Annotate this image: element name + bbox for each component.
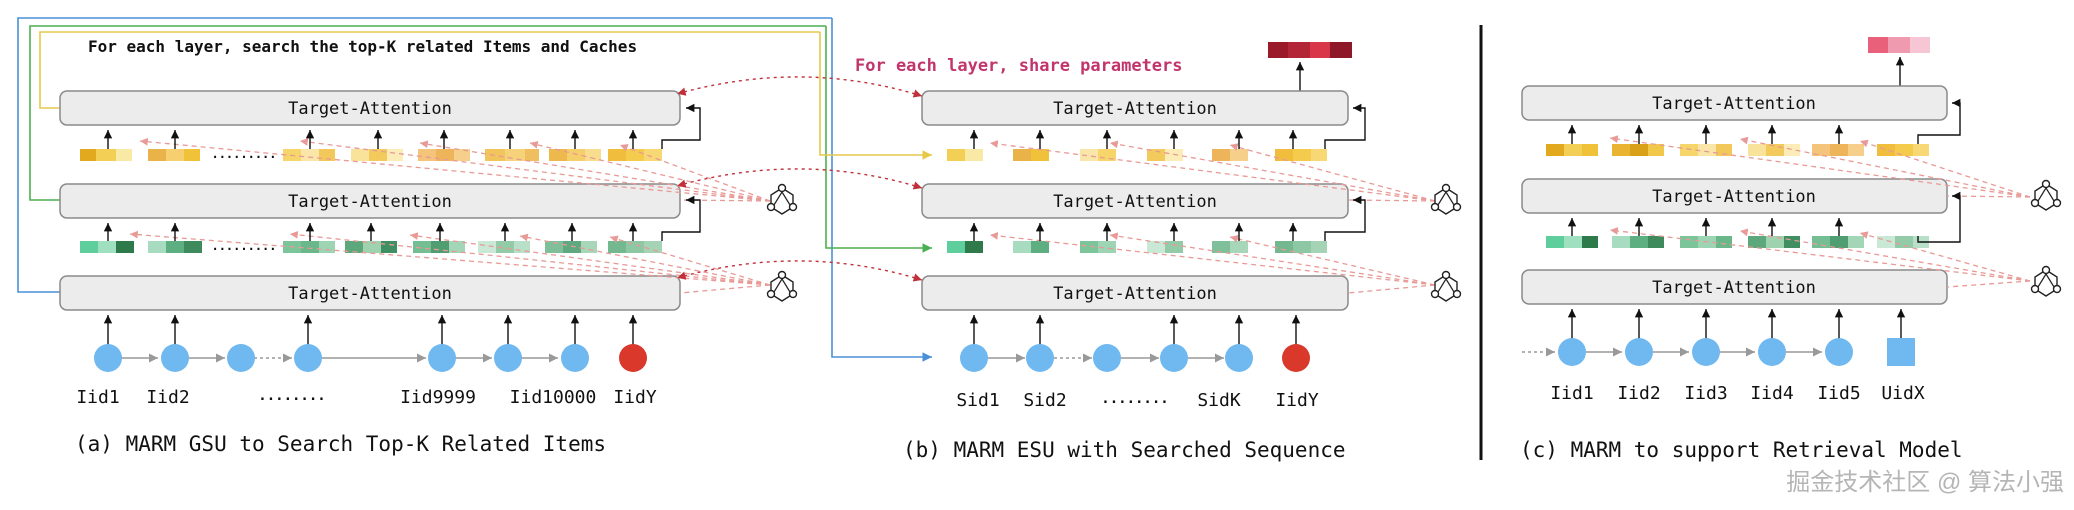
- ellipsis: .........: [211, 239, 276, 253]
- item-node: [1558, 338, 1586, 366]
- item-node: [494, 344, 522, 372]
- cross-arrows-c: [1609, 135, 2031, 288]
- item-node: [960, 344, 988, 372]
- item-node: [561, 344, 589, 372]
- item-label: ........: [258, 388, 325, 404]
- target-attention-box-top: [59, 90, 681, 126]
- item-label: Iid5: [1817, 383, 1860, 404]
- graph-node-icon: [1430, 270, 1462, 302]
- cross-arrows-b: [989, 140, 1436, 294]
- item-node: [294, 344, 322, 372]
- panel-a: For each layer, search the top-K related…: [17, 17, 932, 456]
- ellipsis: .........: [211, 147, 276, 161]
- item-label: Sid2: [1023, 390, 1066, 411]
- graph-node-icon: [1430, 183, 1462, 215]
- item-node: [227, 344, 255, 372]
- target-attention-box-top: [1521, 85, 1948, 121]
- vertical-arrows-a: [103, 130, 638, 346]
- cache-row-green-b: [947, 241, 1327, 253]
- target-attention-box-mid: [59, 183, 681, 219]
- layer-label: Target-Attention: [1053, 99, 1217, 119]
- item-label: UidX: [1881, 383, 1925, 404]
- share-parameter-arrows: [677, 76, 923, 282]
- item-nodes-a: [94, 344, 647, 372]
- cache-row-yellow-b: [947, 149, 1327, 161]
- target-attention-box-mid: [921, 183, 1349, 219]
- panel-b: For each layer, share parameters Target-…: [855, 42, 1436, 462]
- layer-label: Target-Attention: [288, 284, 452, 304]
- instruction-text-b: For each layer, share parameters: [855, 56, 1183, 76]
- graph-node-icon: [766, 183, 798, 215]
- search-loop-blue: [17, 17, 832, 293]
- item-node: [428, 344, 456, 372]
- item-label: Iid1: [1550, 383, 1593, 404]
- item-node: [1225, 344, 1253, 372]
- instruction-text-a: For each layer, search the top-K related…: [88, 37, 637, 56]
- layer-label: Target-Attention: [1652, 278, 1816, 298]
- item-nodes-b: [960, 344, 1310, 372]
- item-label: ........: [1101, 391, 1168, 407]
- cache-row-yellow-c: [1546, 144, 1929, 156]
- item-label: Iid2: [146, 387, 189, 408]
- vertical-arrows-c: [1567, 125, 1844, 340]
- item-label: Iid9999: [400, 387, 476, 408]
- graph-node-icon: [2030, 265, 2062, 297]
- item-label: IidY: [613, 387, 657, 408]
- graph-node-icon: [766, 270, 798, 302]
- target-item-node: [619, 344, 647, 372]
- layer-label: Target-Attention: [1652, 187, 1816, 207]
- item-label: Iid10000: [510, 387, 597, 408]
- item-node: [94, 344, 122, 372]
- graph-node-icon: [2030, 179, 2062, 211]
- layer-label: Target-Attention: [288, 99, 452, 119]
- item-label: Iid4: [1750, 383, 1793, 404]
- layer-label: Target-Attention: [288, 192, 452, 212]
- item-node: [1692, 338, 1720, 366]
- caption-c: (c) MARM to support Retrieval Model: [1520, 438, 1963, 462]
- user-node: [1887, 338, 1915, 366]
- cache-row-green-c: [1546, 236, 1929, 248]
- item-label: Iid2: [1617, 383, 1660, 404]
- cache-row-yellow-a: .........: [80, 147, 662, 161]
- vertical-arrows-b: [969, 130, 1301, 346]
- item-label: Iid1: [76, 387, 119, 408]
- item-label: Iid3: [1684, 383, 1727, 404]
- panel-c: Target-Attention Target-Attention Target…: [1520, 37, 2031, 462]
- layer-label: Target-Attention: [1652, 94, 1816, 114]
- search-loop-green: [29, 25, 826, 201]
- item-node: [161, 344, 189, 372]
- item-label: Sid1: [956, 390, 999, 411]
- item-node: [1026, 344, 1054, 372]
- search-loop-yellow: [39, 31, 820, 109]
- layer-label: Target-Attention: [1053, 192, 1217, 212]
- item-node: [1160, 344, 1188, 372]
- item-node: [1093, 344, 1121, 372]
- caption-b: (b) MARM ESU with Searched Sequence: [903, 438, 1346, 462]
- target-attention-box-bottom: [921, 275, 1349, 311]
- cache-row-green-a: .........: [80, 239, 662, 253]
- item-node: [1758, 338, 1786, 366]
- layer-label: Target-Attention: [1053, 284, 1217, 304]
- target-item-node: [1282, 344, 1310, 372]
- caption-a: (a) MARM GSU to Search Top-K Related Ite…: [75, 432, 606, 456]
- item-node: [1825, 338, 1853, 366]
- item-label: IidY: [1275, 390, 1319, 411]
- item-nodes-c: [1522, 309, 1915, 366]
- item-node: [1625, 338, 1653, 366]
- target-attention-box-top: [921, 90, 1349, 126]
- item-label: SidK: [1197, 390, 1241, 411]
- watermark: 掘金技术社区 @ 算法小强: [1786, 469, 2064, 496]
